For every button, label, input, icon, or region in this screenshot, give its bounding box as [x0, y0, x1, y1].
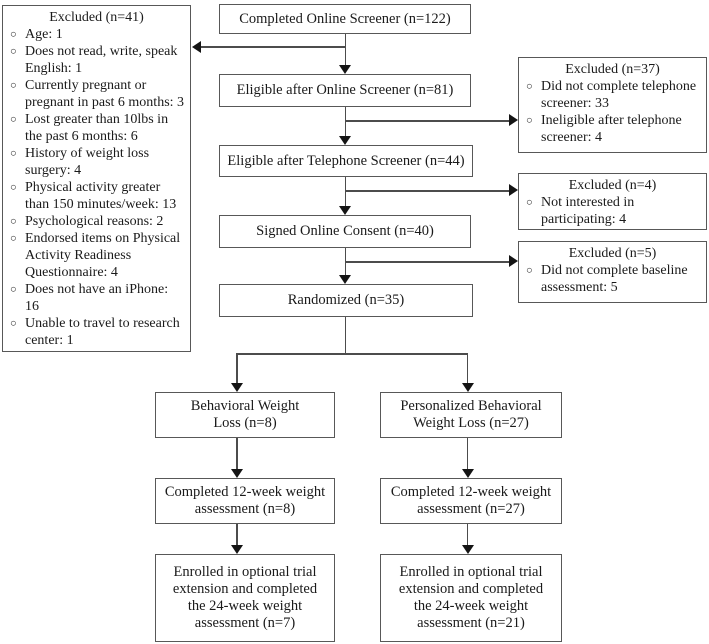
- excluded-reason-text: Ineligible after telephone screener: 4: [541, 113, 682, 145]
- connector-line: [199, 46, 345, 48]
- circle-bullet-icon: ○: [10, 147, 17, 160]
- connector-line: [344, 34, 346, 66]
- excluded-reason-list: ○ Age: 1 ○ Does not read, write, speak Engl…: [8, 26, 185, 349]
- connector-line: [466, 438, 468, 470]
- excluded-reason-item: ○ Age: 1: [8, 26, 185, 43]
- excluded-reason-text: Psychological reasons: 2: [25, 214, 164, 229]
- excluded-reason-list: ○ Not interested in participating: 4: [524, 194, 701, 228]
- connector-line: [344, 177, 346, 207]
- connector-line: [345, 190, 510, 192]
- arrow-right-icon: [509, 255, 518, 267]
- circle-bullet-icon: ○: [10, 283, 17, 296]
- box-excluded-not-interested: Excluded (n=4) ○ Not interested in partic…: [518, 173, 707, 230]
- excluded-reason-text: Not interested in participating: 4: [541, 195, 635, 227]
- arrow-down-icon: [231, 545, 243, 554]
- excluded-title: Excluded (n=37): [565, 62, 660, 77]
- excluded-reason-text: Does not have an iPhone: 16: [25, 282, 169, 314]
- circle-bullet-icon: ○: [10, 45, 17, 58]
- excluded-reason-item: ○ Physical activity greater than 150 minu…: [8, 179, 185, 213]
- arrow-right-icon: [509, 114, 518, 126]
- excluded-reason-text: Currently pregnant or pregnant in past 6…: [25, 78, 185, 110]
- excluded-reason-text: Does not read, write, speak English: 1: [25, 44, 178, 76]
- excluded-reason-text: Endorsed items on Physical Activity Read…: [25, 231, 181, 280]
- excluded-reason-item: ○ History of weight loss surgery: 4: [8, 145, 185, 179]
- excluded-reason-list: ○ Did not complete telephone screener: 33…: [524, 78, 701, 146]
- arrow-down-icon: [231, 469, 243, 478]
- excluded-reason-item: ○ Does not have an iPhone: 16: [8, 281, 185, 315]
- box-completed-online-screener: Completed Online Screener (n=122): [219, 4, 471, 34]
- box-randomized: Randomized (n=35): [219, 284, 473, 317]
- box-left-24week-assessment: Enrolled in optional trial extension and…: [155, 554, 335, 642]
- connector-line: [236, 353, 238, 384]
- connector-line: [344, 317, 346, 354]
- circle-bullet-icon: ○: [526, 196, 533, 209]
- excluded-reason-item: ○ Does not read, write, speak English: 1: [8, 43, 185, 77]
- connector-line: [345, 120, 510, 122]
- excluded-reason-item: ○ Ineligible after telephone screener: 4: [524, 112, 701, 146]
- circle-bullet-icon: ○: [526, 114, 533, 127]
- excluded-reason-item: ○ Lost greater than 10lbs in the past 6 m…: [8, 111, 185, 145]
- circle-bullet-icon: ○: [10, 215, 17, 228]
- arrow-down-icon: [461, 383, 474, 392]
- excluded-reason-item: ○ Psychological reasons: 2: [8, 213, 185, 230]
- circle-bullet-icon: ○: [526, 80, 533, 93]
- excluded-reason-item: ○ Not interested in participating: 4: [524, 194, 701, 228]
- connector-line: [236, 438, 238, 470]
- arrow-down-icon: [461, 469, 474, 478]
- box-signed-online-consent: Signed Online Consent (n=40): [219, 215, 471, 248]
- excluded-reason-text: History of weight loss surgery: 4: [25, 146, 150, 178]
- excluded-reason-item: ○ Did not complete baseline assessment: 5: [524, 262, 701, 296]
- circle-bullet-icon: ○: [10, 181, 17, 194]
- arrow-down-icon: [339, 275, 351, 284]
- excluded-title: Excluded (n=41): [49, 10, 144, 25]
- excluded-reason-list: ○ Did not complete baseline assessment: 5: [524, 262, 701, 296]
- circle-bullet-icon: ○: [10, 232, 17, 245]
- connector-line: [344, 107, 346, 137]
- arrow-down-icon: [339, 65, 351, 74]
- connector-line: [236, 353, 468, 355]
- excluded-reason-text: Physical activity greater than 150 minut…: [25, 180, 177, 212]
- box-right-24week-assessment: Enrolled in optional trial extension and…: [380, 554, 562, 642]
- connector-line: [236, 524, 238, 546]
- excluded-reason-item: ○ Did not complete telephone screener: 33: [524, 78, 701, 112]
- arrow-down-icon: [461, 545, 474, 554]
- excluded-reason-item: ○ Currently pregnant or pregnant in past …: [8, 77, 185, 111]
- excluded-reason-item: ○ Endorsed items on Physical Activity Rea…: [8, 230, 185, 281]
- excluded-title: Excluded (n=4): [568, 178, 657, 193]
- box-eligible-after-telephone-screener: Eligible after Telephone Screener (n=44): [219, 145, 473, 177]
- excluded-reason-text: Did not complete baseline assessment: 5: [541, 263, 688, 295]
- box-behavioral-weight-loss: Behavioral Weight Loss (n=8): [155, 392, 335, 438]
- connector-line: [466, 353, 468, 384]
- box-excluded-online-screener: Excluded (n=41) ○ Age: 1 ○ Does not read, w…: [2, 5, 191, 352]
- connector-line: [466, 524, 468, 546]
- excluded-reason-text: Age: 1: [25, 27, 63, 42]
- circle-bullet-icon: ○: [526, 264, 533, 277]
- box-eligible-after-online-screener: Eligible after Online Screener (n=81): [219, 74, 471, 107]
- arrow-down-icon: [339, 206, 351, 215]
- excluded-reason-text: Did not complete telephone screener: 33: [541, 79, 697, 111]
- connector-line: [345, 261, 510, 263]
- circle-bullet-icon: ○: [10, 113, 17, 126]
- excluded-title: Excluded (n=5): [568, 246, 657, 261]
- circle-bullet-icon: ○: [10, 28, 17, 41]
- box-excluded-telephone-screener: Excluded (n=37) ○ Did not complete teleph…: [518, 57, 707, 153]
- circle-bullet-icon: ○: [10, 317, 17, 330]
- excluded-reason-text: Lost greater than 10lbs in the past 6 mo…: [25, 112, 169, 144]
- arrow-down-icon: [339, 136, 351, 145]
- box-personalized-behavioral-weight-loss: Personalized Behavioral Weight Loss (n=2…: [380, 392, 562, 438]
- circle-bullet-icon: ○: [10, 79, 17, 92]
- box-right-12week-assessment: Completed 12-week weight assessment (n=2…: [380, 478, 562, 524]
- box-left-12week-assessment: Completed 12-week weight assessment (n=8…: [155, 478, 335, 524]
- box-excluded-baseline: Excluded (n=5) ○ Did not complete baselin…: [518, 241, 707, 303]
- excluded-reason-text: Unable to travel to research center: 1: [25, 316, 180, 348]
- arrow-down-icon: [231, 383, 243, 392]
- excluded-reason-item: ○ Unable to travel to research center: 1: [8, 315, 185, 349]
- arrow-left-icon: [192, 41, 201, 53]
- arrow-right-icon: [509, 184, 518, 196]
